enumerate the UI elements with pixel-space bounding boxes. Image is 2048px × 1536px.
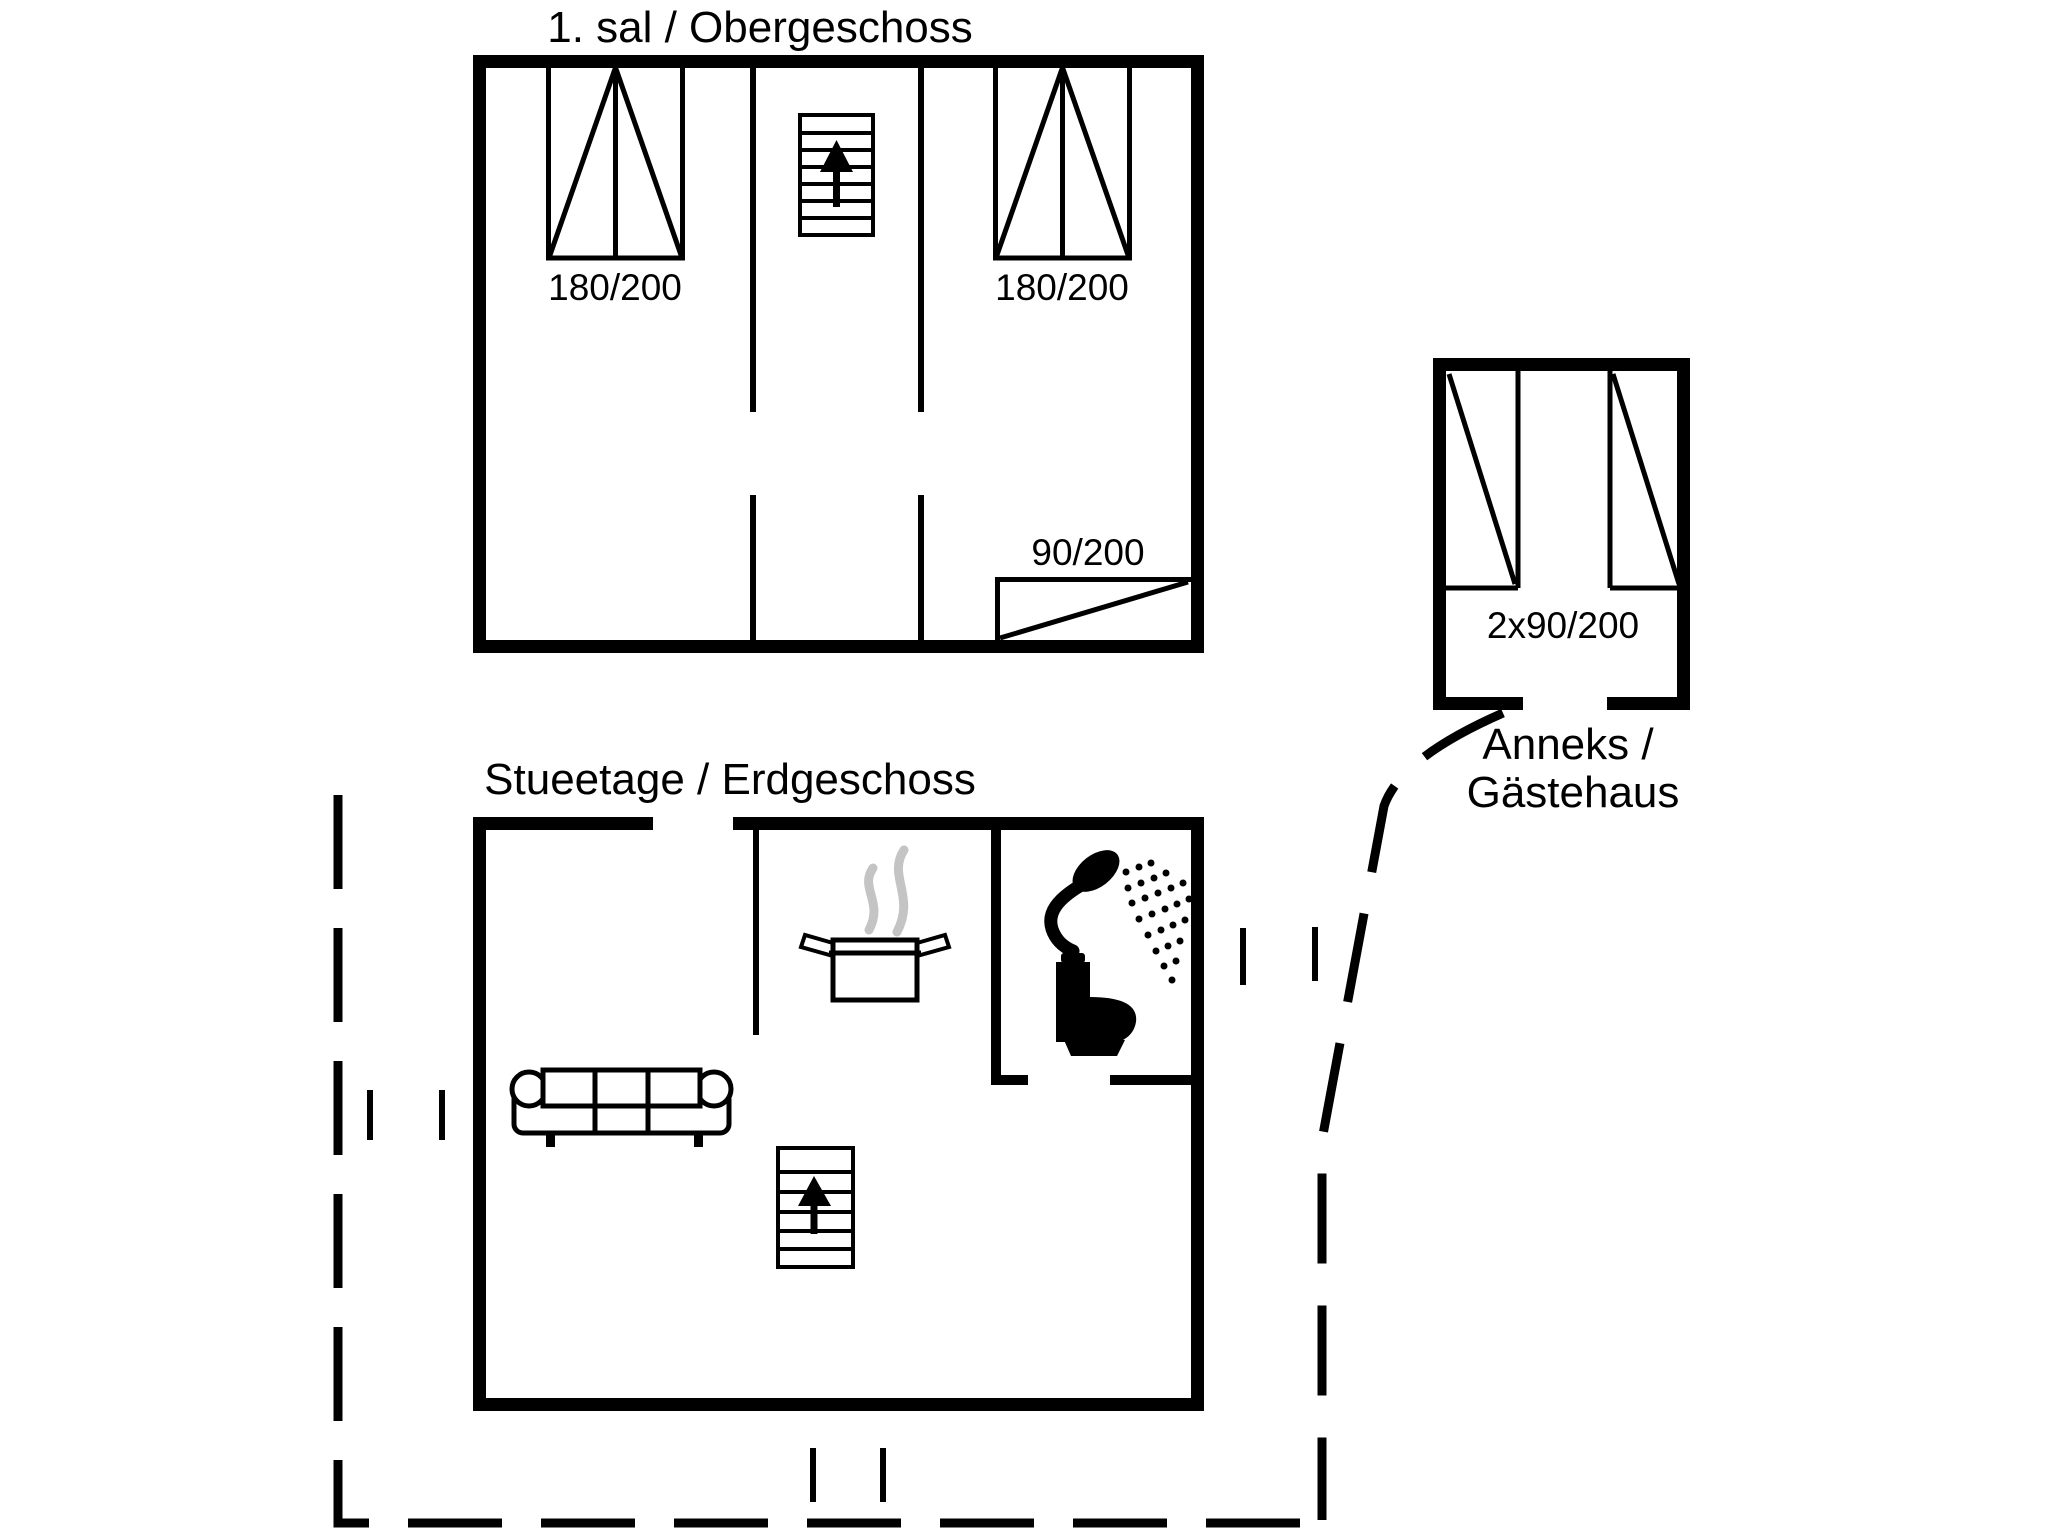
bed-size-label: 180/200: [548, 267, 682, 308]
single-bed-icon-annex-left: [1446, 371, 1521, 591]
upper-floor-outer-walls: [473, 55, 1204, 653]
upper-floor: 1. sal / Obergeschoss 180/200: [473, 3, 1204, 653]
single-bed-icon-annex-right: [1607, 371, 1682, 591]
ground-floor-title: Stueetage / Erdgeschoss: [484, 755, 976, 804]
sofa-icon: [509, 1067, 734, 1147]
shower-spray: [1122, 859, 1193, 984]
double-bed-icon-left: [546, 66, 685, 261]
annex-walls: [1433, 358, 1690, 710]
door-markings: [367, 927, 1318, 1502]
bed-size-label: 2x90/200: [1487, 605, 1639, 646]
upper-floor-title: 1. sal / Obergeschoss: [547, 3, 973, 52]
upper-floor-interior-walls: [750, 61, 924, 646]
steam: [892, 845, 909, 937]
cooking-pot-icon: [798, 845, 952, 1003]
terrace-boundary-right: [1317, 708, 1505, 1520]
bed-size-label: 180/200: [995, 267, 1129, 308]
annex-title-line2: Gästehaus: [1467, 768, 1680, 817]
annex-title-line1: Anneks /: [1482, 720, 1654, 769]
steam: [864, 863, 879, 935]
stairs-up-icon-upper: [798, 113, 875, 237]
bathroom-walls: [991, 830, 1192, 1085]
annex: 2x90/200 Anneks / Gästehaus: [1433, 358, 1690, 817]
double-bed-icon-right: [993, 66, 1132, 261]
shower-icon: [1044, 850, 1193, 984]
terrace-boundary: [333, 708, 1505, 1528]
bed-size-label: 90/200: [1031, 532, 1144, 573]
ground-floor-outer-walls: [473, 817, 1204, 1411]
stairs-up-icon-ground: [776, 1146, 855, 1269]
terrace-boundary-left-bottom: [333, 795, 1316, 1528]
ground-floor: Stueetage / Erdgeschoss: [367, 755, 1318, 1502]
toilet-icon: [1056, 953, 1137, 1056]
single-bed-icon-corner: [995, 577, 1191, 641]
